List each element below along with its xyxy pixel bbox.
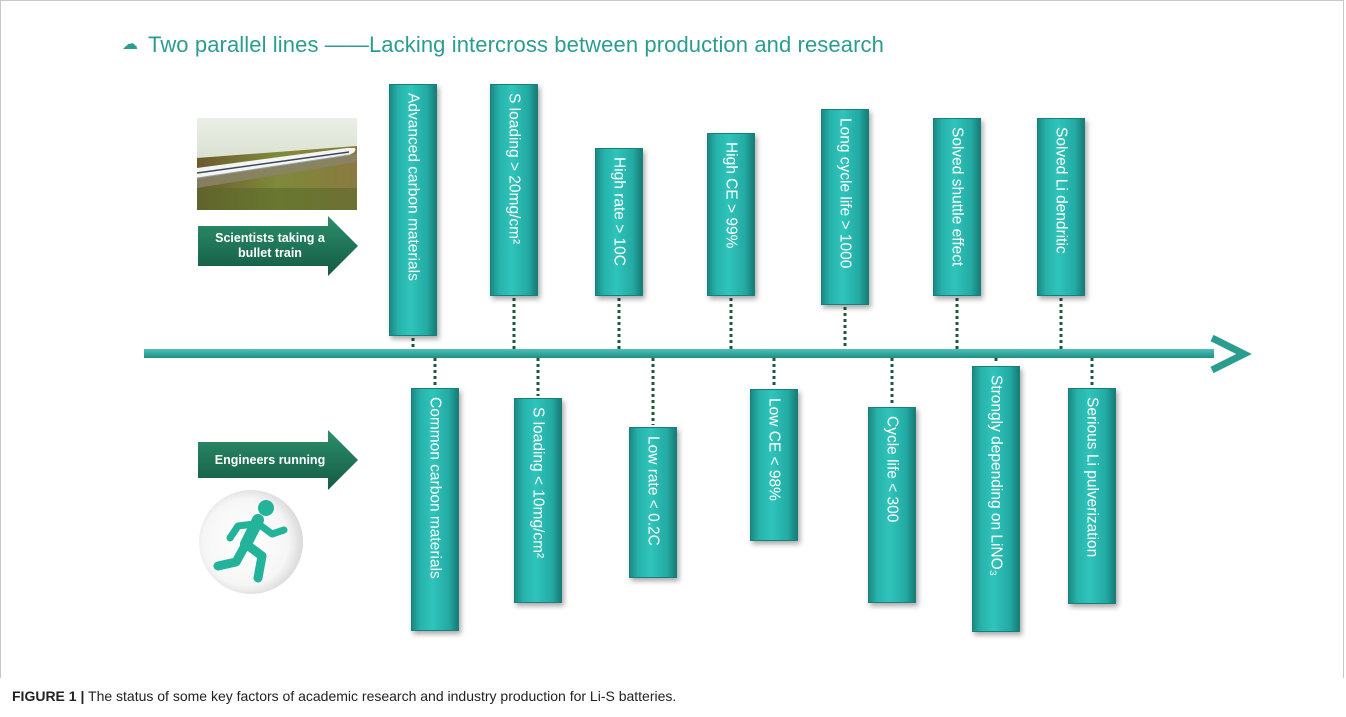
production-bar: Strongly depending on LiNO₃ bbox=[972, 366, 1020, 632]
research-bar: High rate > 10C bbox=[595, 148, 643, 296]
research-bar-label: S loading > 20mg/cm² bbox=[505, 93, 523, 245]
production-bar: Low rate < 0.2C bbox=[629, 427, 677, 578]
figure-header: ☁ Two parallel lines ——Lacking intercros… bbox=[122, 32, 884, 58]
production-bar: Common carbon materials bbox=[411, 388, 459, 631]
timeline-diagram bbox=[144, 298, 1252, 425]
research-bar: High CE > 99% bbox=[707, 133, 755, 296]
cloud-icon: ☁ bbox=[122, 36, 138, 53]
timeline-arrowhead bbox=[1210, 334, 1252, 374]
research-bar-label: Solved shuttle effect bbox=[948, 127, 966, 267]
figure-caption: FIGURE 1 | The status of some key factor… bbox=[12, 688, 676, 704]
timeline-axis bbox=[144, 349, 1214, 358]
production-bar-label: Common carbon materials bbox=[426, 397, 444, 579]
research-bar-label: Advanced carbon materials bbox=[404, 93, 422, 281]
engineers-tag-label: Engineers running bbox=[214, 452, 326, 467]
production-bar: Serious Li pulverization bbox=[1068, 388, 1116, 604]
research-bar: Solved Li dendritic bbox=[1037, 118, 1085, 296]
production-bar-label: Cycle life < 300 bbox=[883, 416, 901, 523]
engineers-tag: Engineers running bbox=[198, 430, 358, 490]
caption-label: FIGURE 1 | bbox=[12, 688, 85, 704]
production-bar-label: Low CE < 98% bbox=[765, 398, 783, 501]
research-bar-label: Solved Li dendritic bbox=[1052, 127, 1070, 254]
research-bar-label: High rate > 10C bbox=[610, 157, 628, 266]
production-bar-label: Serious Li pulverization bbox=[1083, 397, 1101, 558]
scientists-tag-label: Scientists taking a bullet train bbox=[215, 231, 325, 260]
production-bar: S loading < 10mg/cm² bbox=[514, 398, 562, 603]
production-bar-label: S loading < 10mg/cm² bbox=[529, 407, 547, 559]
production-bar: Cycle life < 300 bbox=[868, 407, 916, 603]
research-bar: S loading > 20mg/cm² bbox=[490, 84, 538, 296]
engineers-arrow-shape bbox=[198, 430, 358, 490]
research-bar: Solved shuttle effect bbox=[933, 118, 981, 296]
production-bar: Low CE < 98% bbox=[750, 389, 798, 541]
research-bar: Advanced carbon materials bbox=[389, 84, 437, 336]
production-bar-label: Low rate < 0.2C bbox=[644, 436, 662, 546]
running-person-icon bbox=[199, 490, 303, 594]
scientists-arrow-shape bbox=[198, 216, 358, 276]
research-bar: Long cycle life > 1000 bbox=[821, 109, 869, 305]
figure-frame bbox=[0, 0, 1344, 678]
production-bar-label: Strongly depending on LiNO₃ bbox=[987, 375, 1005, 577]
caption-text: The status of some key factors of academ… bbox=[84, 688, 677, 704]
scientists-tag: Scientists taking a bullet train bbox=[198, 216, 358, 276]
header-title: Two parallel lines ——Lacking intercross … bbox=[148, 32, 884, 57]
research-bar-label: Long cycle life > 1000 bbox=[836, 118, 854, 269]
bullet-train-photo bbox=[197, 118, 357, 210]
research-bar-label: High CE > 99% bbox=[722, 142, 740, 249]
